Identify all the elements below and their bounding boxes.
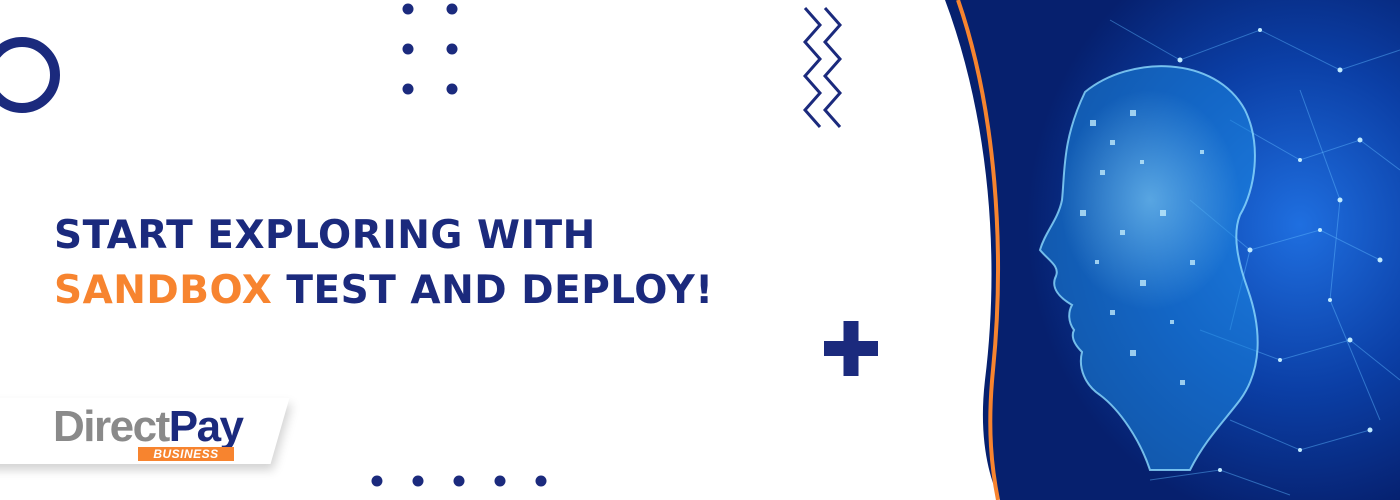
digital-head-illustration: [1038, 65, 1259, 471]
directpay-logo: DirectPay: [53, 402, 244, 452]
dot-row-decoration: [371, 475, 547, 487]
plus-decoration: [824, 321, 878, 376]
headline-line-1: START EXPLORING WITH: [54, 213, 596, 258]
orange-curve-line: [956, 0, 1000, 500]
headline-line-2: TEST AND DEPLOY!: [286, 268, 714, 313]
logo-direct-text: Direct: [53, 402, 170, 451]
headline: START EXPLORING WITH SANDBOX TEST AND DE…: [54, 208, 714, 318]
headline-highlight: SANDBOX: [54, 268, 273, 313]
zigzag-decoration: [802, 7, 843, 128]
logo-business-tag: BUSINESS: [138, 447, 234, 461]
network-nodes: [1177, 28, 1383, 472]
logo-pay-text: Pay: [168, 402, 244, 451]
ring-decoration: [0, 37, 60, 113]
dot-grid-decoration: [402, 3, 458, 95]
